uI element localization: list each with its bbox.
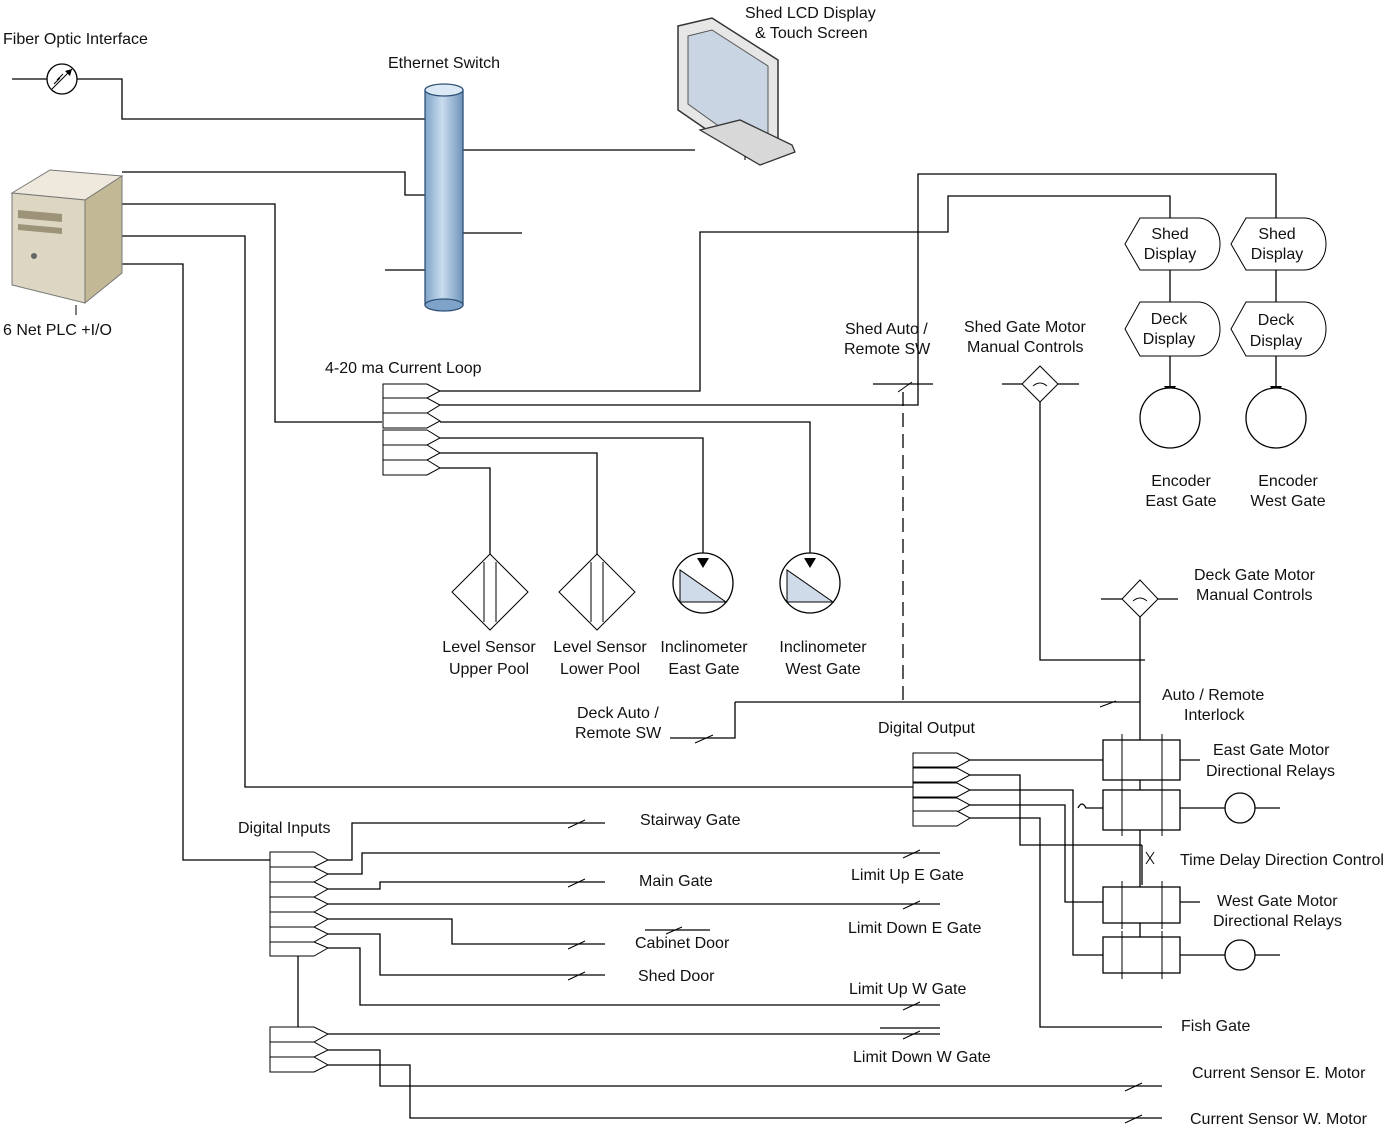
label-ethernet-switch: Ethernet Switch [388, 55, 500, 72]
label-main-gate: Main Gate [639, 873, 713, 890]
label-stairway-gate: Stairway Gate [640, 812, 741, 829]
label-fiber-optic: Fiber Optic Interface [3, 31, 148, 48]
label-incl-east-2: East Gate [668, 661, 739, 678]
fiber-optic-icon [46, 63, 78, 95]
label-limit-down-e: Limit Down E Gate [848, 920, 981, 937]
label-lcd-line2: & Touch Screen [755, 25, 868, 42]
label-plc: 6 Net PLC +I/O [3, 322, 112, 339]
plc-tower-icon [10, 169, 124, 315]
label-deck-display-east-2: Display [1143, 331, 1195, 348]
current-loop-wiring [440, 173, 1277, 556]
label-level-upper-2: Upper Pool [449, 661, 529, 678]
label-east-relays-1: East Gate Motor [1213, 742, 1330, 759]
level-sensor-lower-icon [558, 553, 636, 631]
label-shed-display-west-1: Shed [1258, 226, 1295, 243]
deck-gate-motor-control-icon [1121, 579, 1159, 618]
label-deck-gate-motor-2: Manual Controls [1196, 587, 1313, 604]
label-limit-down-w: Limit Down W Gate [853, 1049, 991, 1066]
current-loop-terminal [382, 383, 442, 476]
label-level-lower-2: Lower Pool [560, 661, 640, 678]
label-current-e: Current Sensor E. Motor [1192, 1065, 1366, 1082]
label-incl-west-1: Inclinometer [779, 639, 867, 656]
label-current-loop: 4-20 ma Current Loop [325, 360, 482, 377]
label-encoder-west-1: Encoder [1258, 473, 1318, 490]
label-encoder-west-2: West Gate [1250, 493, 1325, 510]
label-deck-auto-2: Remote SW [575, 725, 662, 742]
label-deck-auto-1: Deck Auto / [577, 705, 659, 722]
deck-display-west [1230, 301, 1327, 357]
digital-inputs-terminal-lower [269, 1026, 330, 1073]
label-shed-display-east-1: Shed [1151, 226, 1188, 243]
east-gate-relay-1 [1102, 734, 1181, 786]
inclinometer-east-icon [672, 552, 734, 614]
inclinometer-west-icon [779, 552, 841, 614]
label-shed-gate-motor-line2: Manual Controls [967, 339, 1084, 356]
lcd-monitor-icon [677, 17, 796, 166]
label-lcd-line1: Shed LCD Display [745, 5, 876, 22]
label-incl-east-1: Inclinometer [660, 639, 748, 656]
label-deck-display-west-2: Display [1250, 333, 1302, 350]
label-east-relays-2: Directional Relays [1206, 763, 1335, 780]
label-level-lower-1: Level Sensor [553, 639, 647, 656]
west-gate-motor-icon [1224, 939, 1256, 971]
label-shed-gate-motor-line1: Shed Gate Motor [964, 319, 1087, 336]
label-deck-display-west-1: Deck [1258, 312, 1295, 329]
label-digital-output: Digital Output [878, 720, 975, 737]
shed-display-west [1230, 217, 1327, 271]
label-encoder-east-1: Encoder [1151, 473, 1211, 490]
east-gate-motor-icon [1224, 792, 1256, 824]
label-auto-remote-2: Interlock [1184, 707, 1245, 724]
label-current-w: Current Sensor W. Motor [1190, 1111, 1368, 1128]
west-gate-relay-1 [1102, 881, 1181, 929]
digital-inputs-terminal [269, 851, 330, 957]
label-shed-auto-line1: Shed Auto / [845, 321, 928, 338]
label-cabinet-door: Cabinet Door [635, 935, 730, 952]
label-limit-up-w: Limit Up W Gate [849, 981, 966, 998]
deck-display-east [1124, 301, 1221, 357]
digital-output-terminal [912, 752, 972, 827]
west-gate-relay-2 [1102, 931, 1181, 979]
label-digital-inputs: Digital Inputs [238, 820, 331, 837]
label-west-relays-2: Directional Relays [1213, 913, 1342, 930]
digital-input-wiring [297, 819, 1162, 1124]
encoder-west-icon [1245, 387, 1307, 449]
shed-display-east [1124, 217, 1221, 271]
level-sensor-upper-icon [451, 553, 529, 631]
label-fish-gate: Fish Gate [1181, 1018, 1250, 1035]
label-limit-up-e: Limit Up E Gate [851, 867, 964, 884]
label-west-relays-1: West Gate Motor [1217, 893, 1338, 910]
ethernet-switch-icon [424, 83, 464, 312]
label-shed-auto-line2: Remote SW [844, 341, 931, 358]
label-level-upper-1: Level Sensor [442, 639, 536, 656]
label-time-delay: Time Delay Direction Control [1180, 852, 1384, 869]
east-gate-relay-2 [1102, 784, 1181, 836]
label-auto-remote-1: Auto / Remote [1162, 687, 1264, 704]
label-deck-display-east-1: Deck [1151, 311, 1188, 328]
label-shed-door: Shed Door [638, 968, 715, 985]
encoder-east-icon [1139, 387, 1201, 449]
digital-output-wiring [970, 759, 1280, 1028]
label-incl-west-2: West Gate [785, 661, 860, 678]
network-wiring [12, 78, 913, 861]
label-shed-display-east-2: Display [1144, 246, 1196, 263]
label-encoder-east-2: East Gate [1145, 493, 1216, 510]
label-deck-gate-motor-1: Deck Gate Motor [1194, 567, 1316, 584]
shed-gate-motor-control-icon [1021, 365, 1059, 403]
label-shed-display-west-2: Display [1251, 246, 1303, 263]
